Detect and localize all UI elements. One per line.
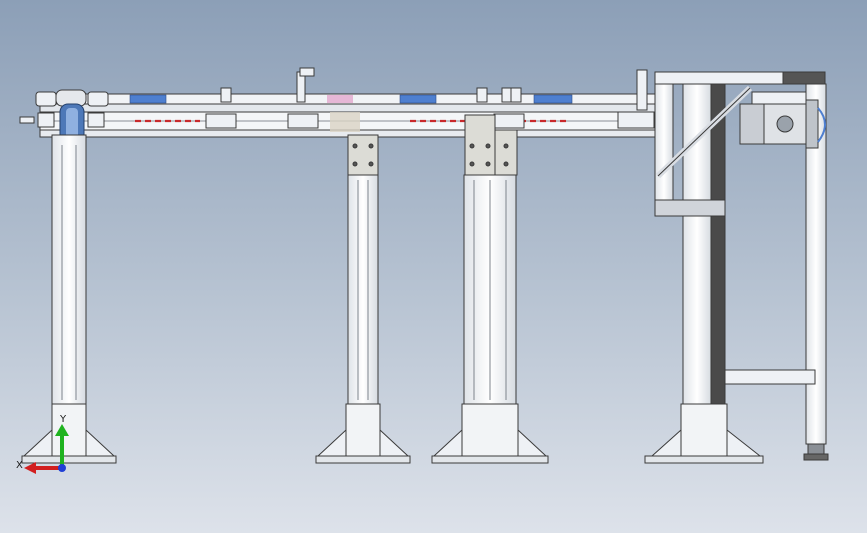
shaded-strip <box>330 112 360 132</box>
pink-strip <box>327 95 353 103</box>
axis-y-label: Y <box>59 414 67 425</box>
support-leg <box>315 134 411 464</box>
motor-icon <box>739 91 826 149</box>
support-leg <box>21 134 117 464</box>
guide-strips <box>129 94 573 132</box>
beam-clamps <box>19 67 655 129</box>
coordinate-triad-icon: Y X <box>16 414 69 474</box>
wheel-icon <box>59 103 85 145</box>
support-leg-double <box>431 114 549 464</box>
axis-x-label: X <box>16 460 23 471</box>
blue-strip <box>533 94 573 104</box>
blue-strip <box>129 94 167 104</box>
blue-strip <box>399 94 437 104</box>
drive-frame <box>644 71 829 464</box>
